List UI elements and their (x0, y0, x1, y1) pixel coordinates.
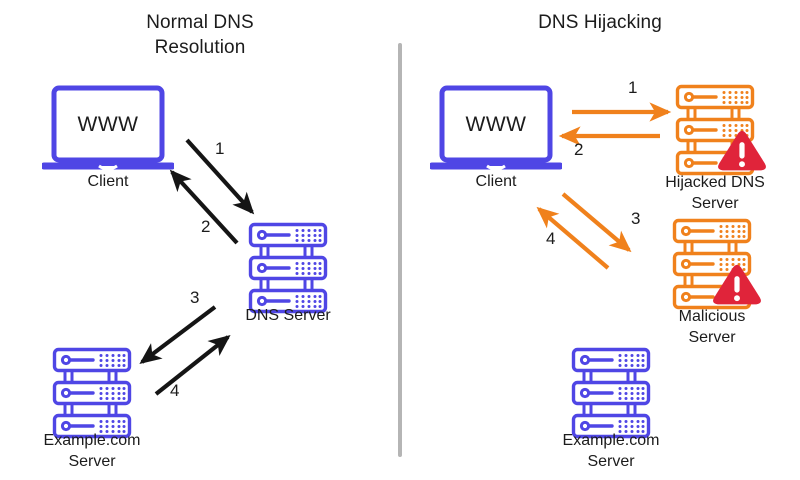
step-number-4: 4 (170, 381, 180, 400)
arrow-step-3 (139, 305, 217, 364)
left-panel-title: Normal DNS Resolution (40, 10, 360, 60)
left-panel-graphics (44, 88, 326, 437)
arrow-step-1 (185, 138, 255, 215)
server-rack-icon (55, 350, 130, 437)
right-panel-graphics (432, 87, 766, 437)
step-number-2: 2 (574, 140, 584, 159)
arrow-step-2 (169, 169, 239, 245)
server-rack-icon (251, 225, 326, 312)
arrow-step-4 (154, 334, 231, 396)
step-number-2: 2 (201, 217, 211, 236)
arrow-step-4 (536, 206, 610, 270)
step-number-3: 3 (631, 209, 641, 228)
step-number-4: 4 (546, 229, 556, 248)
step-number-3: 3 (190, 288, 200, 307)
left-panel-title-line1: Normal DNS (146, 12, 254, 33)
laptop-screen-text: WWW (465, 113, 527, 136)
arrow-step-3 (561, 192, 632, 253)
example-server-label-line2: Server (68, 453, 116, 470)
right-panel-title: DNS Hijacking (440, 10, 760, 35)
step-number-1: 1 (628, 78, 638, 97)
malicious-server-label-line2: Server (688, 329, 736, 346)
hijacked-dns-server-label-line1: Hijacked DNS (665, 174, 765, 191)
malicious-server-label-line1: Malicious (678, 308, 746, 325)
client-label: Client (87, 173, 129, 190)
server-rack-icon (574, 350, 649, 437)
client-label: Client (475, 173, 517, 190)
right-panel-title-line1: DNS Hijacking (538, 12, 662, 33)
step-number-1: 1 (215, 139, 225, 158)
example-server-label-line1: Example.com (43, 432, 141, 449)
hijacked-dns-server-label-line2: Server (691, 195, 739, 212)
laptop-screen-text: WWW (77, 113, 139, 136)
left-panel-title-line2: Resolution (154, 37, 246, 58)
example-server-label-line2: Server (587, 453, 635, 470)
example-server-label-line1: Example.com (562, 432, 660, 449)
dns-server-label: DNS Server (245, 307, 331, 324)
